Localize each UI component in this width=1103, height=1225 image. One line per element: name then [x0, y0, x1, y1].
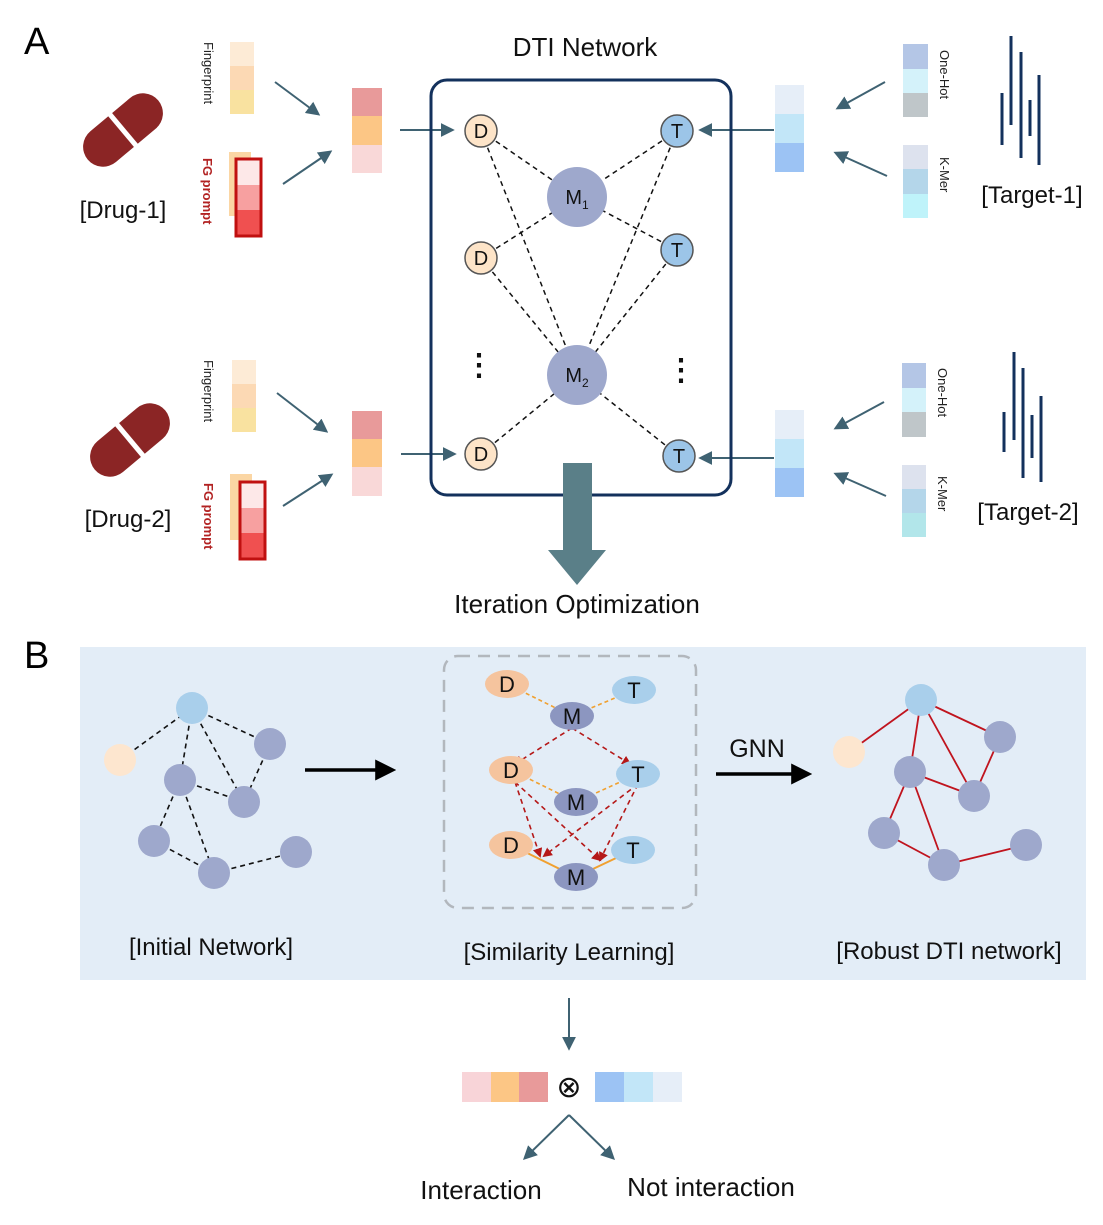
svg-text:M: M — [563, 704, 581, 729]
initial-network-nodes — [104, 692, 312, 889]
target-1-one-hot-label: One-Hot — [937, 50, 952, 100]
not-interaction-label: Not interaction — [627, 1172, 795, 1202]
drug-2-fg-prompt-vector — [230, 474, 267, 561]
similarity-target-node-2: T — [616, 760, 660, 788]
drug-1-fg-prompt-vector — [229, 152, 263, 238]
svg-text:T: T — [631, 762, 644, 787]
gnn-label: GNN — [729, 735, 785, 763]
drug-1-combined-vector — [352, 88, 382, 173]
target-node-2: T — [660, 233, 694, 267]
similarity-meta-node-2: M — [554, 788, 598, 816]
panel-a-label: A — [24, 21, 50, 63]
svg-text:T: T — [671, 240, 683, 262]
target-2-label: [Target-2] — [977, 499, 1078, 526]
drug-1-fingerprint-vector — [230, 42, 254, 114]
drug-input-arrows — [274, 81, 457, 507]
network-title: DTI Network — [513, 32, 658, 62]
drug-1-fingerprint-label: Fingerprint — [201, 42, 216, 105]
target-1-k-mer-label: K-Mer — [937, 157, 952, 193]
svg-text:M: M — [567, 790, 585, 815]
target-node-1: T — [660, 114, 694, 148]
target-2-sequence-icon — [1002, 352, 1043, 482]
svg-text:D: D — [474, 444, 488, 466]
similarity-drug-node-2: D — [489, 756, 533, 784]
svg-text:M1: M1 — [565, 187, 589, 212]
drug-node-2: D — [464, 241, 498, 275]
drug-2-pill-icon — [90, 403, 170, 477]
similarity-target-node-1: T — [612, 676, 656, 704]
drug-1-label: [Drug-1] — [80, 197, 167, 224]
robust-network-label: [Robust DTI network] — [836, 938, 1061, 965]
svg-text:D: D — [474, 121, 488, 143]
similarity-meta-node-1: M — [550, 702, 594, 730]
drug-node-1: D — [464, 114, 498, 148]
target-2-one-hot-vector — [902, 363, 926, 437]
target-1-one-hot-vector — [903, 44, 928, 117]
drug-2-combined-vector — [352, 411, 382, 496]
svg-text:D: D — [503, 833, 519, 858]
svg-text:T: T — [626, 838, 639, 863]
target-node-3: T — [662, 439, 696, 473]
drug-1-pill-icon — [83, 93, 163, 167]
output-target-vector — [595, 1072, 682, 1102]
similarity-learning-label: [Similarity Learning] — [464, 939, 675, 966]
similarity-target-node-3: T — [611, 836, 655, 864]
similarity-drug-node-1: D — [485, 670, 529, 698]
target-1-label: [Target-1] — [981, 182, 1082, 209]
meta-node-m2: M2 — [547, 345, 607, 405]
drug-1-fg-prompt-label: FG prompt — [200, 158, 215, 225]
target-1-k-mer-vector — [903, 145, 928, 218]
drug-2-fg-prompt-label: FG prompt — [201, 483, 216, 550]
target-2-one-hot-label: One-Hot — [935, 368, 950, 418]
output-drug-vector — [462, 1072, 548, 1102]
initial-network-label: [Initial Network] — [129, 934, 293, 961]
svg-text:T: T — [627, 678, 640, 703]
drug-ellipsis: ⋮ — [464, 349, 494, 382]
drug-2-fingerprint-vector — [232, 360, 256, 432]
target-1-sequence-icon — [1000, 36, 1041, 165]
target-input-arrows — [698, 81, 888, 497]
interaction-label: Interaction — [420, 1175, 541, 1205]
similarity-red-arrows — [513, 727, 639, 862]
svg-text:D: D — [499, 672, 515, 697]
output-branch-arrows — [522, 1114, 616, 1160]
svg-text:D: D — [503, 758, 519, 783]
svg-text:T: T — [671, 121, 683, 143]
similarity-learning-box — [442, 654, 698, 910]
drug-2-label: [Drug-2] — [85, 506, 172, 533]
robust-network-nodes — [833, 684, 1042, 881]
similarity-drug-node-3: D — [489, 831, 533, 859]
iteration-optimization-label: Iteration Optimization — [454, 589, 700, 619]
svg-text:D: D — [474, 248, 488, 270]
target-1-combined-vector — [775, 85, 804, 172]
target-2-k-mer-vector — [902, 465, 926, 537]
otimes-symbol: ⊗ — [556, 1071, 581, 1104]
svg-text:T: T — [673, 446, 685, 468]
drug-node-3: D — [464, 437, 498, 471]
iteration-down-arrow — [548, 463, 606, 585]
svg-text:M: M — [567, 865, 585, 890]
drug-2-fingerprint-label: Fingerprint — [201, 360, 216, 423]
target-2-k-mer-label: K-Mer — [935, 476, 950, 512]
target-2-combined-vector — [775, 410, 804, 497]
panel-b-label: B — [24, 635, 49, 677]
target-ellipsis: ⋮ — [666, 354, 696, 387]
svg-text:M2: M2 — [565, 365, 589, 390]
meta-node-m1: M1 — [547, 167, 607, 227]
similarity-meta-node-3: M — [554, 863, 598, 891]
